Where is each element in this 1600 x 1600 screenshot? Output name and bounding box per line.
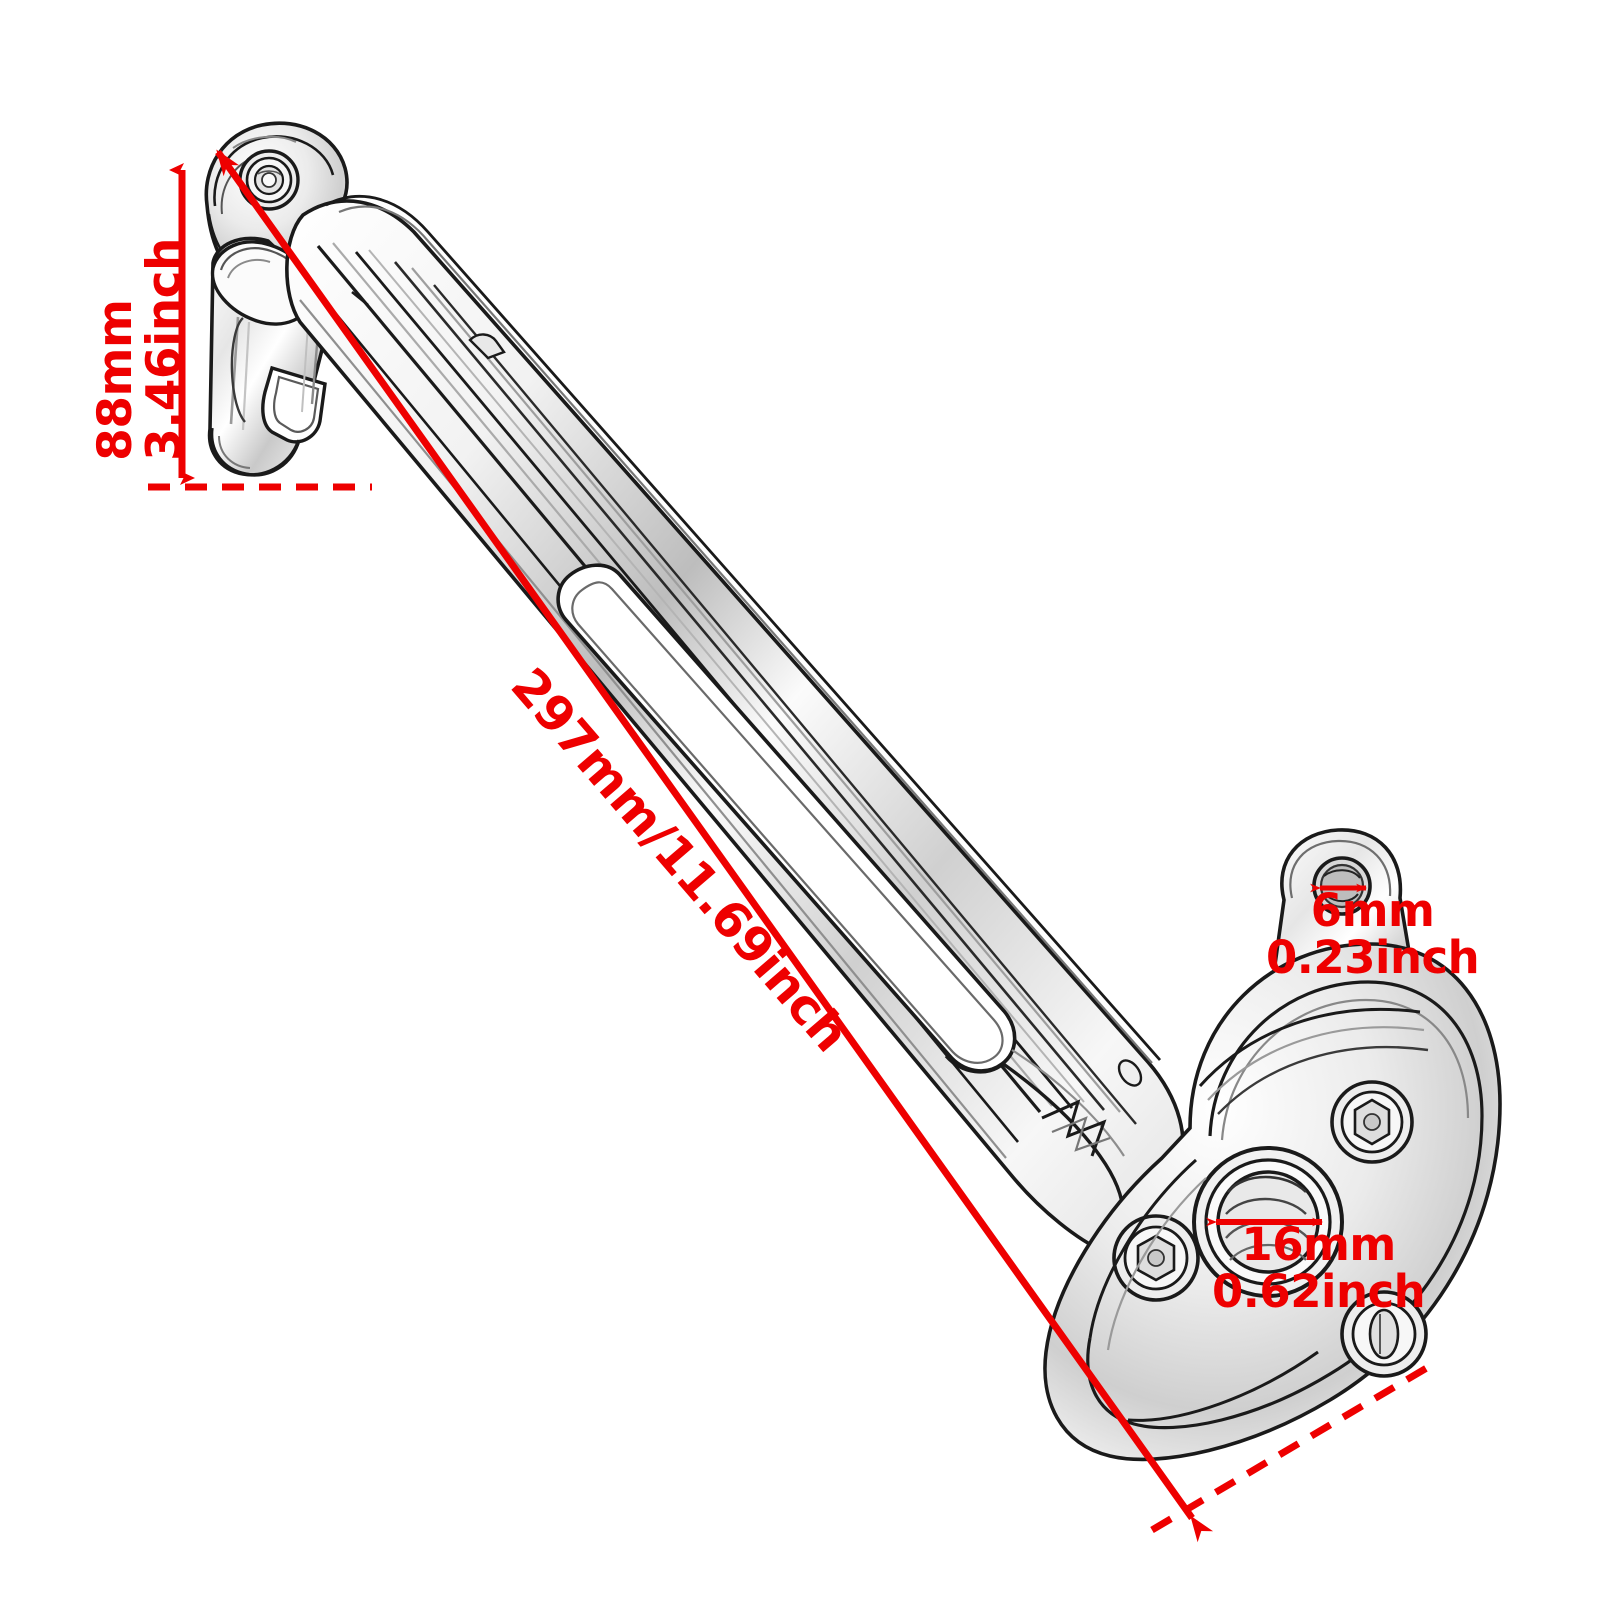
mount-hole-label-inch: 0.23inch bbox=[1266, 930, 1480, 984]
height-label-inch: 3.46inch bbox=[136, 238, 192, 461]
mount-hole-label-mm: 6mm bbox=[1310, 884, 1435, 937]
bottom-dashed-reference-line bbox=[1150, 1362, 1432, 1534]
center-bore-dimension-label: 16mm 0.62inch bbox=[1212, 1218, 1426, 1318]
bolt-head-lower-right bbox=[1340, 1290, 1428, 1378]
bolt-head-upper bbox=[1330, 1080, 1414, 1164]
center-bore-label-mm: 16mm bbox=[1241, 1218, 1396, 1271]
mount-hole-dimension-label: 6mm 0.23inch bbox=[1266, 884, 1480, 984]
height-dimension-label: 88mm 3.46inch bbox=[88, 238, 192, 461]
mount-hole-6mm bbox=[1312, 856, 1372, 916]
center-bore-label-inch: 0.62inch bbox=[1212, 1264, 1426, 1318]
lever-arm bbox=[285, 195, 1185, 1255]
diagonal-dimension-arrow bbox=[215, 149, 1214, 1543]
height-label-mm: 88mm bbox=[88, 299, 143, 461]
